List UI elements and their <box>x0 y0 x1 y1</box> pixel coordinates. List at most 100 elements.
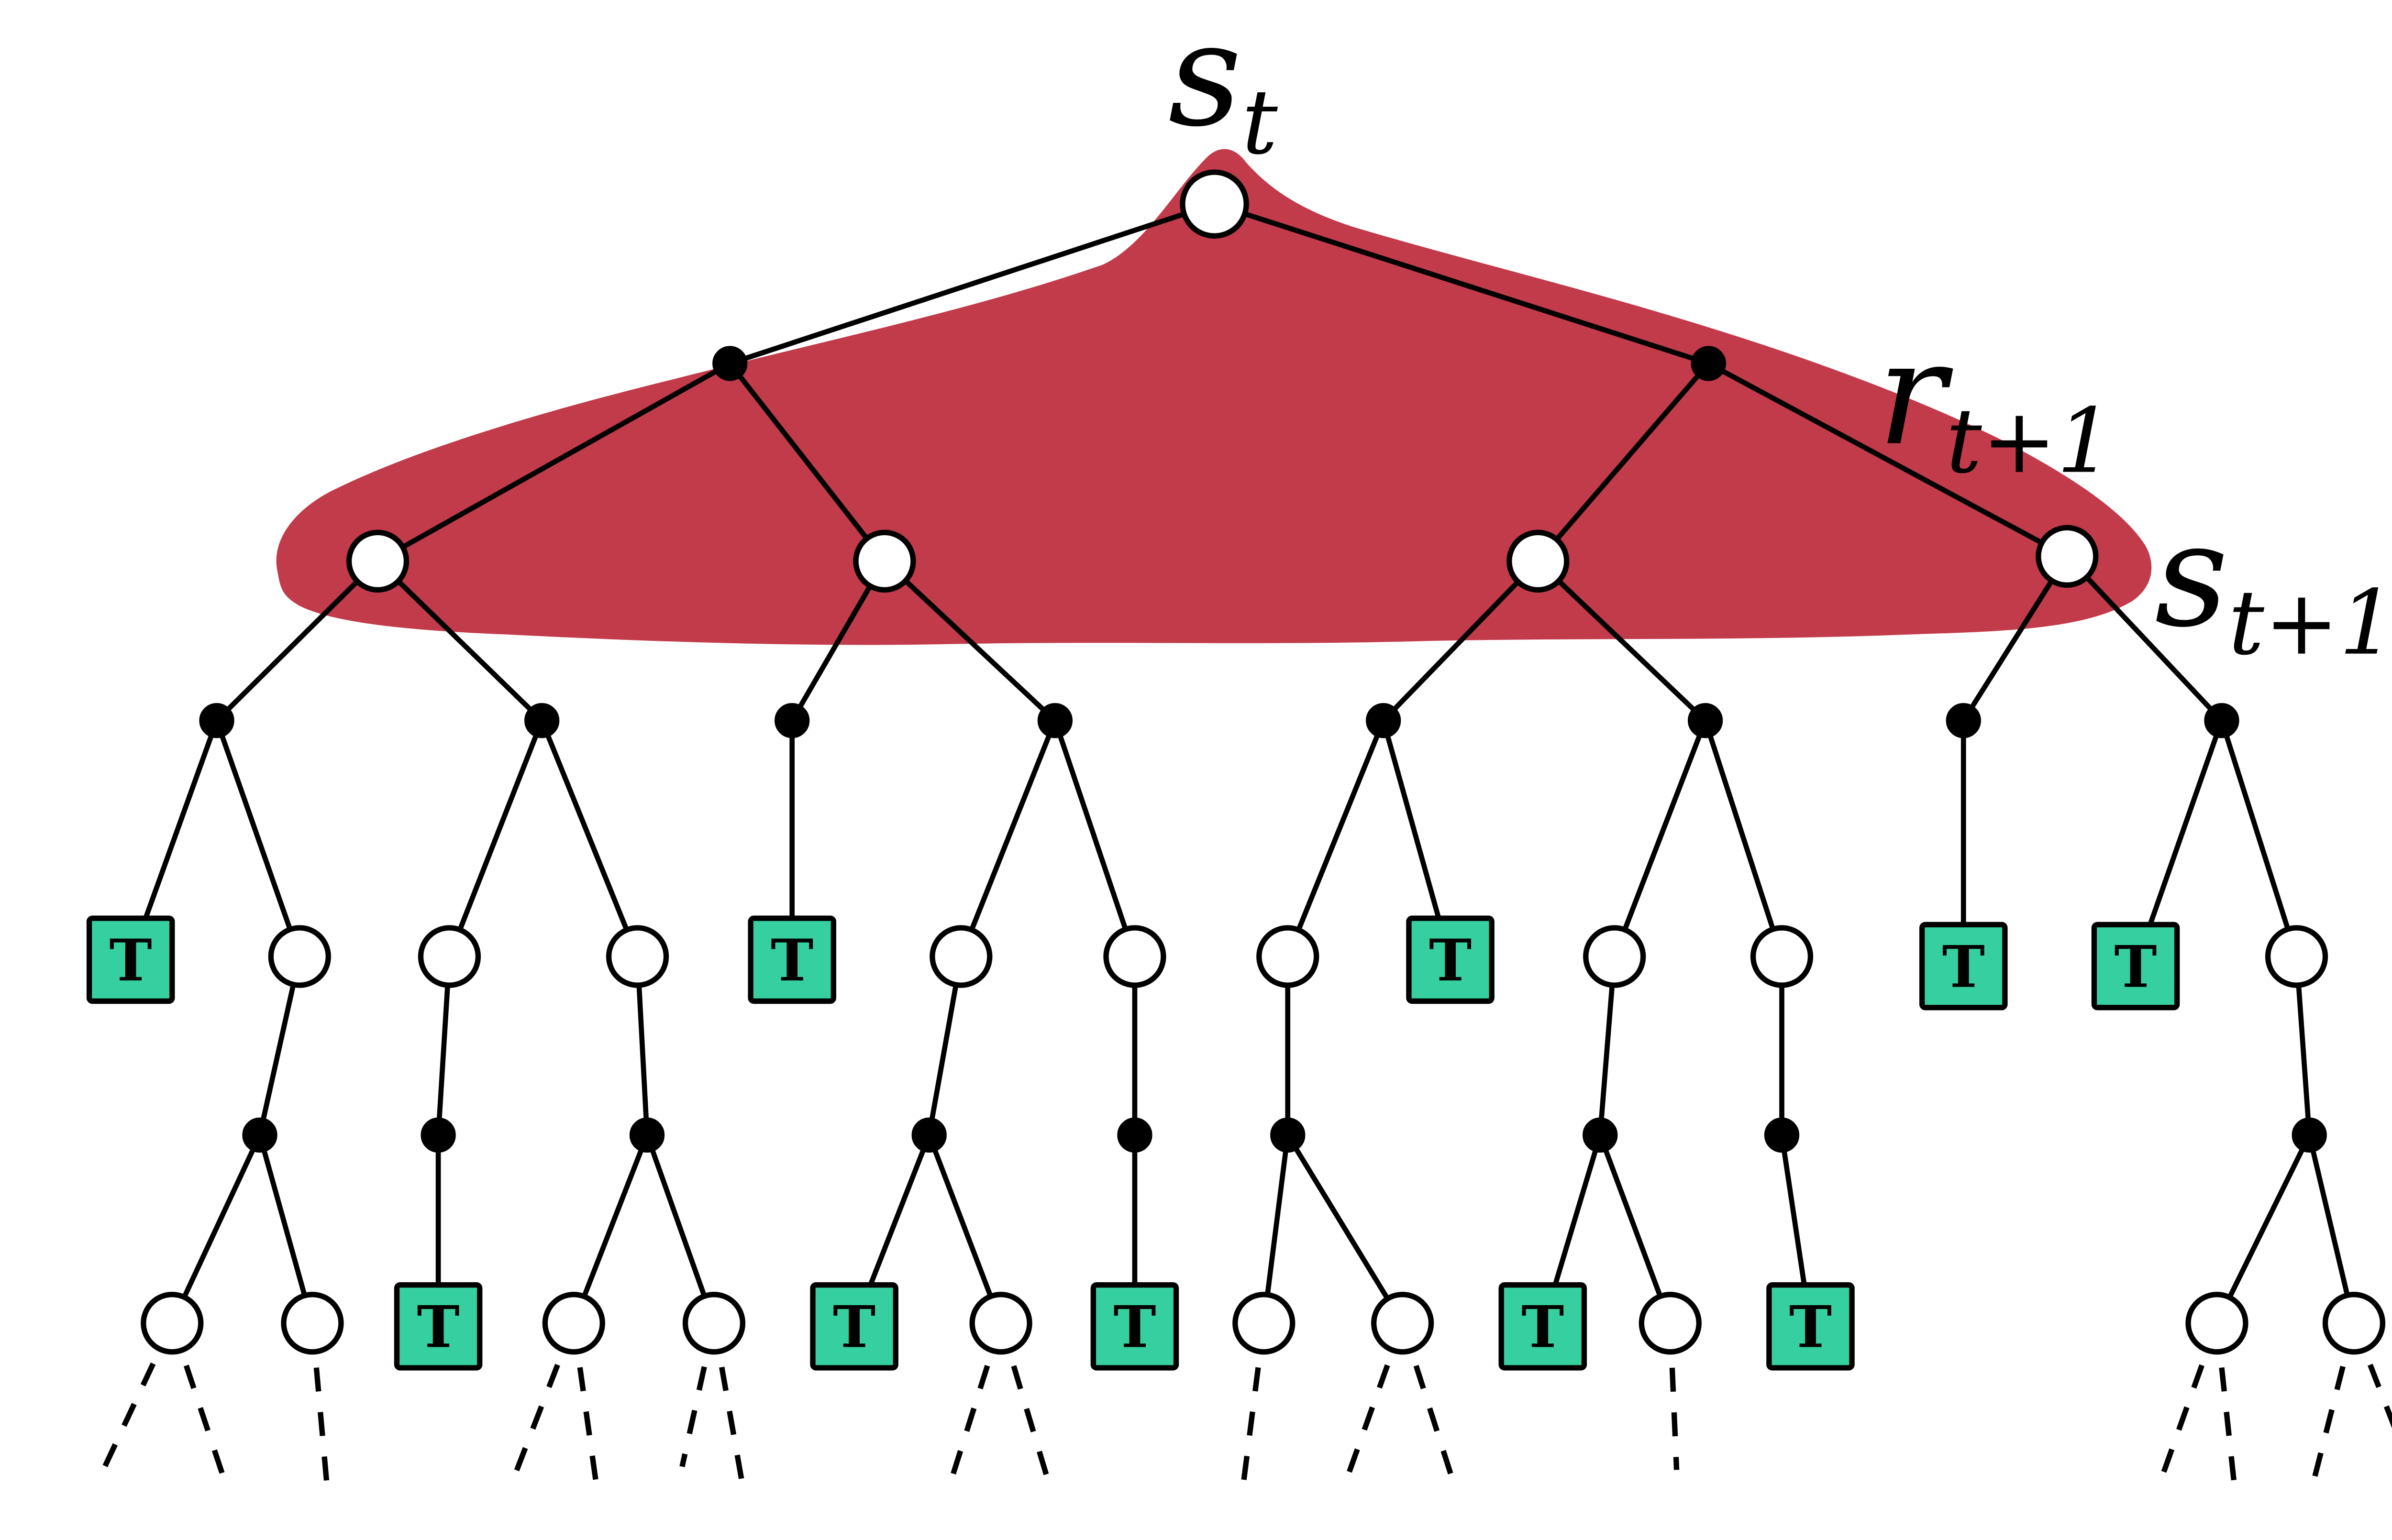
tree-edge <box>1597 1133 1673 1326</box>
continuation-edge <box>1240 1322 1267 1486</box>
action-node <box>1946 703 1981 738</box>
tree-edge <box>1261 1133 1291 1326</box>
state-node <box>2322 1292 2386 1355</box>
tree-edge <box>2306 1133 2357 1326</box>
state-node <box>969 1292 1032 1355</box>
tree-edge <box>375 361 733 564</box>
state-node <box>606 925 669 988</box>
label-reward: rt+1 <box>1877 310 2113 494</box>
tree-edge <box>1285 718 1386 959</box>
continuation-edge <box>949 1322 1004 1481</box>
highlight-region <box>276 149 2152 645</box>
continuation-edge <box>998 1322 1052 1484</box>
terminal-node <box>1919 922 2008 1011</box>
tree-edge <box>214 718 302 959</box>
state-node <box>930 925 993 988</box>
terminal-node-label: T <box>1113 1294 1156 1361</box>
tree-edge <box>1612 718 1708 959</box>
terminal-node <box>1406 915 1495 1004</box>
terminal-node-label: T <box>110 927 152 994</box>
continuation-edge <box>169 1322 229 1487</box>
continuation-edge <box>2311 1322 2357 1480</box>
action-node <box>911 1117 947 1153</box>
action-node <box>775 703 810 738</box>
tree-edge <box>882 559 1058 723</box>
tree-edge <box>926 1133 1004 1326</box>
tree-edge <box>257 1133 315 1326</box>
tree-edge <box>644 1133 717 1326</box>
continuation-edge <box>96 1322 175 1481</box>
tree-edge <box>169 1133 263 1326</box>
action-node <box>1366 703 1401 738</box>
continuation-edge <box>2214 1323 2237 1486</box>
continuation-edge <box>571 1322 599 1483</box>
action-node <box>2292 1117 2327 1153</box>
state-node <box>268 925 331 988</box>
action-node <box>199 703 234 738</box>
tree-edge <box>1960 554 2070 723</box>
tree-edge <box>1703 718 1784 959</box>
terminal-node-label: T <box>771 927 813 994</box>
label-current-state-sub: t <box>1242 71 1278 175</box>
label-reward-main: r <box>1877 310 1953 477</box>
action-node <box>1037 703 1073 738</box>
terminal-node <box>810 1282 898 1371</box>
continuation-edge <box>1346 1322 1405 1476</box>
terminal-node <box>394 1282 483 1371</box>
tree-edge <box>447 718 545 959</box>
action-node <box>1691 346 1726 381</box>
state-node <box>1506 529 1570 593</box>
tree-edge <box>1381 559 1541 723</box>
state-node <box>346 529 410 593</box>
state-node <box>141 1292 204 1355</box>
terminal-node-label: T <box>2114 933 2157 1001</box>
action-node <box>2204 703 2239 738</box>
state-node <box>1639 1292 1702 1355</box>
tree-edge <box>571 1133 650 1326</box>
state-node <box>281 1292 344 1355</box>
tree-edge <box>214 559 380 723</box>
tree-edge <box>2219 718 2299 959</box>
tree-edge <box>375 559 545 723</box>
terminal-node <box>1498 1282 1587 1371</box>
label-next-state: st+1 <box>2155 492 2392 675</box>
terminal-node <box>1766 1282 1855 1371</box>
tree-edge <box>1705 361 2070 559</box>
tree-edge <box>1052 718 1138 959</box>
tree-edge <box>539 718 640 959</box>
action-node <box>712 346 748 381</box>
terminal-node-label: T <box>417 1294 460 1361</box>
state-node <box>2185 1292 2248 1355</box>
continuation-edge <box>510 1322 576 1481</box>
continuation-edge <box>711 1322 746 1486</box>
terminal-node <box>2091 922 2180 1011</box>
edges-layer <box>128 201 2357 1329</box>
tree-edge <box>1212 201 1711 366</box>
state-node <box>682 1292 746 1355</box>
state-node <box>2036 525 2099 588</box>
action-node <box>629 1117 665 1153</box>
state-node <box>2265 925 2328 988</box>
state-node <box>1256 925 1319 988</box>
tree-edge <box>727 361 887 564</box>
label-current-state-main: s <box>1168 0 1242 158</box>
continuation-edge <box>1400 1322 1456 1484</box>
label-reward-sub: t+1 <box>1946 390 2114 494</box>
terminal-node-label: T <box>1429 927 1472 994</box>
tree-edge <box>2214 1133 2312 1326</box>
tree-edge <box>1535 361 1711 564</box>
dashed-edges-layer <box>96 1322 2392 1487</box>
terminal-node-label: T <box>1942 933 1985 1001</box>
label-next-state-main: s <box>2155 492 2228 659</box>
terminal-node <box>86 915 175 1004</box>
state-node <box>542 1292 605 1355</box>
state-node <box>1103 925 1166 988</box>
state-node <box>1371 1292 1434 1355</box>
terminal-node <box>1090 1282 1179 1371</box>
tree-edge <box>1535 559 1708 723</box>
action-node <box>242 1117 277 1153</box>
state-node <box>853 529 916 593</box>
action-node <box>1764 1117 1800 1153</box>
